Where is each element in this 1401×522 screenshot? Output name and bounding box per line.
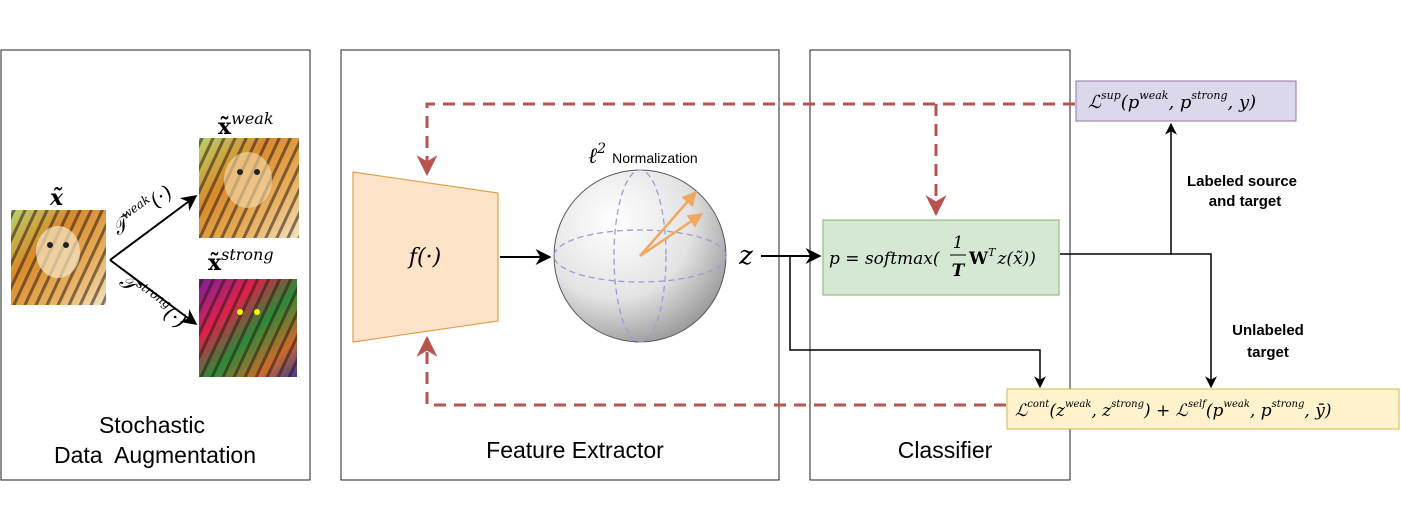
labeled-annotation-line2: and target bbox=[1209, 193, 1282, 210]
svg-text:1: 1 bbox=[953, 233, 964, 253]
gradient-path-top bbox=[416, 102, 1075, 217]
strong-image-label: x̃strong bbox=[208, 245, 274, 276]
input-image-label: x̃ bbox=[49, 185, 64, 211]
input-image bbox=[11, 210, 106, 305]
classifier-to-sup-loss-arrow bbox=[1060, 122, 1177, 255]
feature-extractor-label: Feature Extractor bbox=[486, 437, 664, 463]
svg-text:T: T bbox=[952, 261, 966, 281]
svg-text:WTz(x̃)): WTz(x̃)) bbox=[968, 246, 1036, 269]
embedding-label: z bbox=[738, 241, 753, 271]
unlabeled-annotation-line2: target bbox=[1247, 344, 1289, 361]
normalization-label: ℓ2Normalization bbox=[588, 141, 698, 169]
classifier-panel-label: Classifier bbox=[898, 437, 993, 463]
supervised-loss-equation: ℒsup(pweak, pstrong, y) bbox=[1088, 89, 1256, 113]
labeled-annotation-line1: Labeled source bbox=[1187, 173, 1297, 190]
strong-image bbox=[199, 279, 297, 377]
z-to-contrastive-arrow bbox=[789, 256, 1046, 389]
weak-image bbox=[199, 138, 299, 238]
gradient-path-bottom bbox=[416, 335, 1006, 407]
unsupervised-loss-box bbox=[1006, 388, 1400, 430]
augmentation-panel-label-line1: Stochastic bbox=[99, 412, 205, 438]
classifier-box bbox=[822, 219, 1060, 296]
weak-transform-arrow bbox=[109, 195, 198, 261]
supervised-loss-box bbox=[1075, 80, 1297, 122]
svg-text:p = softmax(: p = softmax( bbox=[829, 249, 940, 269]
weak-image-label: x̃weak bbox=[218, 109, 274, 140]
encoder-trapezoid bbox=[352, 171, 499, 343]
strong-transform-arrow bbox=[109, 259, 198, 325]
normalization-sphere bbox=[553, 169, 727, 343]
unlabeled-annotation-line1: Unlabeled bbox=[1232, 322, 1304, 339]
augmentation-panel-label-line2: Data Augmentation bbox=[54, 442, 256, 468]
classifier-to-unsup-loss-arrow bbox=[1171, 253, 1217, 389]
unsupervised-loss-equation: ℒcont(zweak, zstrong) + ℒself(pweak, pst… bbox=[1015, 399, 1331, 421]
encoder-label: f(·) bbox=[407, 245, 441, 270]
